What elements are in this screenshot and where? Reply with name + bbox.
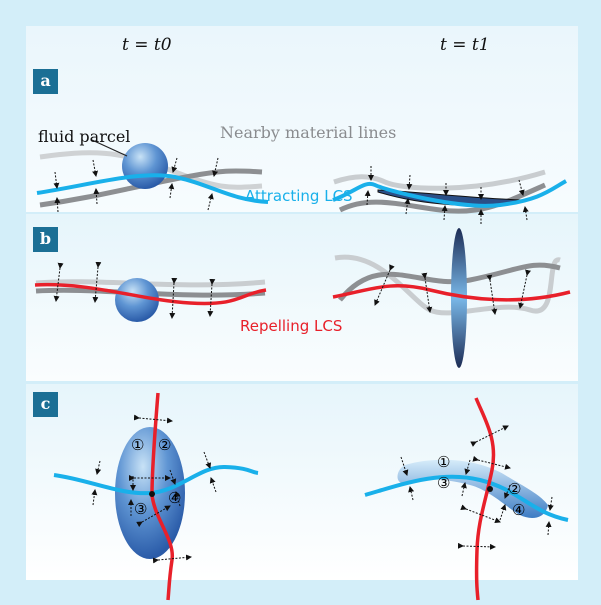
- fluid-parcel-leader: [91, 139, 128, 157]
- marker-2-right: ②: [508, 480, 522, 498]
- repelling-lcs-c-right: [474, 397, 496, 601]
- panel-label-a: a: [33, 69, 58, 94]
- attracting-lcs-label: Attracting LCS: [245, 187, 353, 205]
- material-lines-a-left: [39, 150, 263, 208]
- fluid-parcel-sphere-b: [115, 278, 159, 322]
- repelling-lcs-label: Repelling LCS: [240, 317, 343, 335]
- attracting-lcs-a-right: [332, 179, 567, 208]
- marker-1-left: ①: [131, 436, 145, 454]
- panel-a: [26, 26, 578, 212]
- fluid-parcel-label: fluid parcel: [38, 127, 131, 146]
- material-lines-label: Nearby material lines: [220, 123, 397, 142]
- compression-arrows-a-right: [364, 166, 529, 224]
- arrows-c-right: [400, 456, 554, 536]
- attracting-lcs-c-right: [364, 474, 569, 522]
- stretched-parcel-c: [397, 459, 548, 518]
- compression-arrows-a-left: [53, 157, 219, 213]
- marker-3-right: ③: [437, 474, 451, 492]
- arrows-c-left: [91, 451, 217, 516]
- fluid-parcel-sphere: [122, 143, 168, 189]
- stretching-arrows-b-right: [374, 264, 531, 315]
- marker-1-right: ①: [437, 453, 451, 471]
- panel-label-c: c: [33, 392, 58, 417]
- marker-3-left: ③: [134, 500, 148, 518]
- marker-4-right: ④: [512, 501, 526, 519]
- marker-2-left: ②: [158, 436, 172, 454]
- hyperbolic-point-left: [149, 491, 155, 497]
- repelling-lcs-b-left: [34, 282, 267, 306]
- marker-4-left: ④: [168, 489, 182, 507]
- stretch-arrows-c-right: [457, 425, 511, 550]
- time-header-t0: t = t0: [122, 35, 172, 55]
- stretched-parcel-b: [451, 228, 467, 368]
- attracting-lcs-c-left: [53, 464, 259, 496]
- hyperbolic-point-right: [487, 486, 493, 492]
- stretch-arrows-c-left: [129, 414, 192, 564]
- stretching-arrows-b-left: [53, 261, 216, 319]
- attracting-lcs-a-left: [36, 173, 269, 204]
- time-header-t1: t = t1: [440, 35, 490, 55]
- panel-label-b: b: [33, 227, 58, 252]
- material-line-a-right-1: [333, 169, 546, 191]
